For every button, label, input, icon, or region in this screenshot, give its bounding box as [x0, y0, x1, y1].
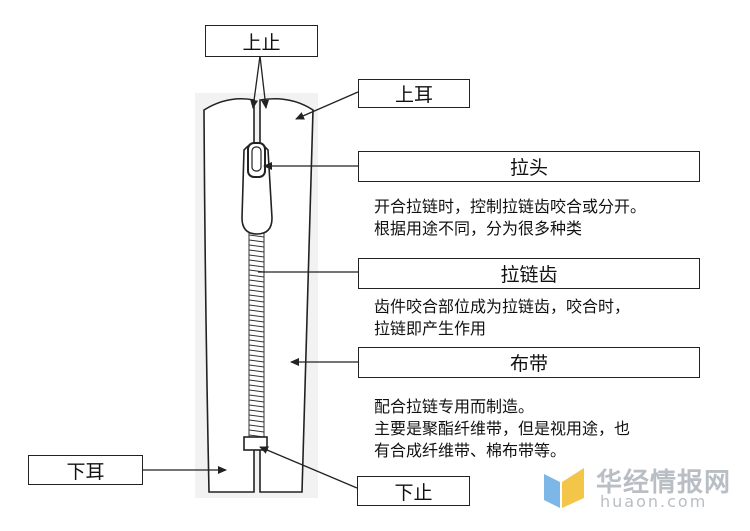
zipper-tooth	[248, 284, 265, 288]
zipper-tooth	[248, 319, 265, 323]
teeth-description: 齿件咬合部位成为拉链齿，咬合时， 拉链即产生作用	[374, 297, 631, 338]
right-tape	[259, 97, 314, 493]
zipper-tooth	[248, 414, 265, 418]
zipper-tooth	[248, 369, 265, 373]
leader-top-ear	[295, 91, 359, 120]
zipper-tooth	[248, 339, 265, 343]
zipper-tooth	[248, 304, 265, 308]
watermark-logo-icon	[544, 468, 584, 508]
zipper-tooth	[248, 344, 265, 348]
slider-description: 开合拉链时，控制拉链齿咬合或分开。 根据用途不同，分为很多种类	[374, 197, 647, 238]
zipper-tooth	[248, 254, 265, 258]
zipper-slider	[241, 142, 273, 235]
zipper-tooth	[248, 324, 265, 328]
leader-bottom-stop	[259, 446, 358, 489]
zipper-tooth	[248, 299, 265, 303]
zipper-tooth	[248, 429, 265, 433]
zipper-tooth	[248, 394, 265, 398]
zipper-tooth	[248, 384, 265, 388]
zipper-tooth	[248, 379, 265, 383]
zipper-tooth	[248, 354, 265, 358]
label-top-stop: 上止	[205, 25, 318, 57]
zipper-tooth	[248, 419, 265, 423]
zipper-tooth	[248, 424, 265, 428]
zipper-tooth	[248, 279, 265, 283]
label-tape: 布带	[358, 347, 700, 378]
zipper-tooth	[248, 249, 265, 253]
zipper-tooth	[248, 244, 265, 248]
zipper-tooth	[248, 274, 265, 278]
label-bottom-ear: 下耳	[28, 455, 143, 485]
watermark: 华经情报网 huaon.com	[540, 462, 740, 511]
left-tape	[203, 97, 255, 493]
zipper-tooth	[248, 294, 265, 298]
zipper-tooth	[248, 389, 265, 393]
zipper-tooth	[248, 409, 265, 413]
zipper-tooth	[248, 374, 265, 378]
zipper-tooth	[248, 239, 265, 243]
leader-top-stop-right	[259, 55, 270, 109]
zipper-tooth	[248, 314, 265, 318]
zipper-tooth	[248, 264, 265, 268]
watermark-brand-en: huaon.com	[600, 492, 708, 511]
zipper-tooth	[248, 359, 265, 363]
zipper-tooth	[248, 234, 265, 238]
zipper-tooth	[248, 259, 265, 263]
zipper-tooth	[248, 329, 265, 333]
zipper-tooth	[248, 364, 265, 368]
zipper-tooth	[248, 399, 265, 403]
zipper-tooth	[248, 334, 265, 338]
zipper-tooth	[248, 309, 265, 313]
leader-top-stop-left	[250, 55, 261, 109]
zipper-tooth	[248, 349, 265, 353]
label-slider: 拉头	[358, 151, 700, 182]
label-teeth: 拉链齿	[358, 258, 700, 289]
zipper-tooth	[248, 289, 265, 293]
label-top-ear: 上耳	[358, 79, 470, 108]
watermark-brand-cn: 华经情报网	[596, 468, 732, 498]
zipper-teeth	[248, 231, 265, 439]
label-bottom-stop: 下止	[357, 476, 470, 506]
zipper-tooth	[248, 404, 265, 408]
tape-description: 配合拉链专用而制造。 主要是聚酯纤维带，但是视用途，也 有合成纤维带、棉布带等。	[374, 397, 631, 460]
